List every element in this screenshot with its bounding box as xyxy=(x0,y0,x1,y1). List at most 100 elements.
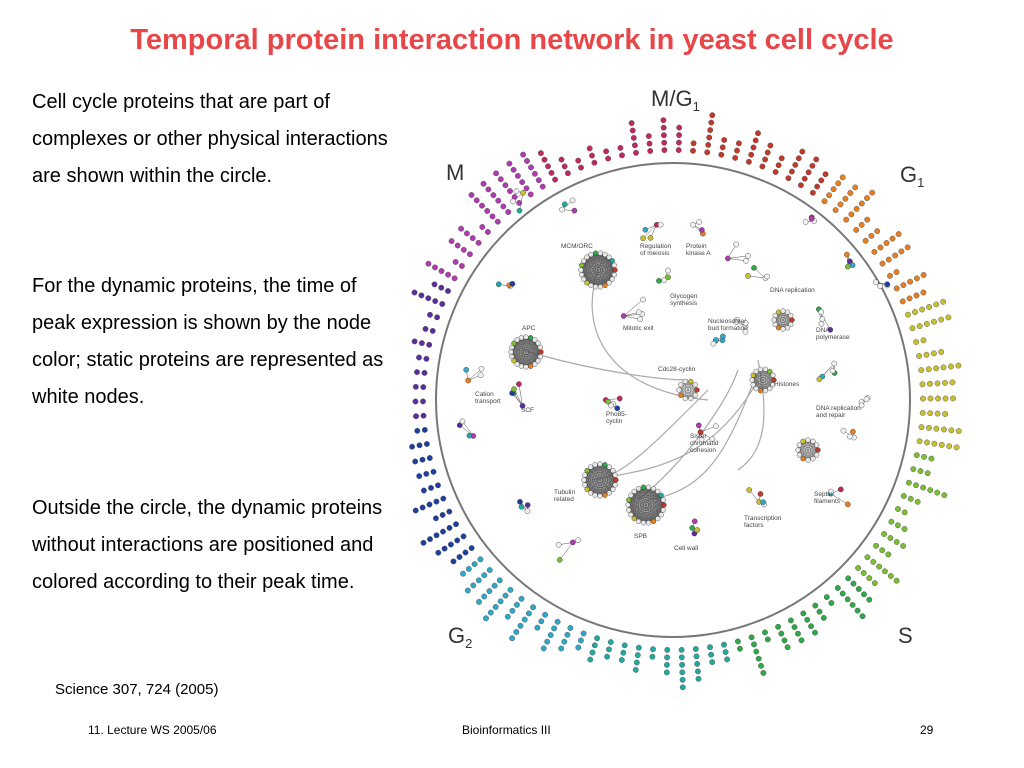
outer-protein-node xyxy=(471,561,478,567)
outer-protein-node xyxy=(663,669,670,676)
outer-protein-node xyxy=(409,443,415,450)
outer-protein-node xyxy=(491,582,498,589)
outer-protein-node xyxy=(941,426,947,433)
outer-protein-node xyxy=(847,190,854,196)
outer-protein-node xyxy=(412,383,419,390)
outer-protein-node xyxy=(423,441,430,447)
label-mcm-orc: MCM/ORC xyxy=(561,243,593,250)
outer-protein-node xyxy=(464,230,470,237)
outer-protein-node xyxy=(494,218,501,225)
outer-protein-node xyxy=(860,570,867,576)
outer-protein-node xyxy=(809,189,816,196)
outer-protein-node xyxy=(431,281,438,288)
outer-protein-node xyxy=(577,637,584,644)
outer-protein-node xyxy=(830,186,837,193)
outer-protein-node xyxy=(799,148,806,155)
outer-protein-node xyxy=(493,170,500,177)
outer-protein-node xyxy=(805,169,812,176)
outer-protein-node xyxy=(808,623,814,630)
small-complex xyxy=(689,518,701,537)
outer-protein-node xyxy=(479,202,485,209)
outer-protein-node xyxy=(887,573,894,579)
outer-protein-node xyxy=(464,587,471,594)
dense-complex xyxy=(625,484,667,526)
outer-protein-node xyxy=(473,197,480,204)
paragraph-interactions: Cell cycle proteins that are part of com… xyxy=(32,91,388,187)
outer-protein-node xyxy=(552,176,559,183)
outer-protein-node xyxy=(869,189,876,196)
small-complex xyxy=(872,279,891,289)
outer-protein-node xyxy=(438,284,445,291)
small-complex xyxy=(828,486,851,508)
small-complex xyxy=(555,537,581,563)
outer-protein-node xyxy=(535,177,542,184)
footer-lecture: 11. Lecture WS 2005/06 xyxy=(88,723,217,737)
outer-protein-node xyxy=(919,409,926,416)
outer-protein-node xyxy=(679,684,686,691)
outer-protein-node xyxy=(411,338,418,345)
outer-protein-node xyxy=(416,473,423,479)
outer-protein-node xyxy=(931,350,937,357)
outer-protein-node xyxy=(510,166,517,173)
small-complex xyxy=(559,197,578,214)
outer-protein-node xyxy=(617,145,624,151)
outer-protein-node xyxy=(920,272,927,278)
outer-protein-node xyxy=(528,164,534,171)
outer-protein-node xyxy=(554,618,561,625)
outer-protein-node xyxy=(432,515,439,522)
outer-protein-node xyxy=(950,395,956,402)
outer-protein-node xyxy=(931,318,937,325)
outer-protein-node xyxy=(439,301,446,307)
label-nucleosome: Nucleosome/bud formation xyxy=(708,318,748,332)
outer-protein-node xyxy=(561,638,568,645)
outer-protein-node xyxy=(924,470,931,477)
outer-protein-node xyxy=(618,657,625,663)
outer-protein-node xyxy=(778,630,785,637)
outer-protein-node xyxy=(855,565,861,571)
outer-protein-node xyxy=(514,601,520,608)
outer-protein-node xyxy=(425,260,432,267)
outer-protein-node xyxy=(921,453,927,460)
outer-protein-node xyxy=(866,596,873,603)
small-complex xyxy=(690,219,706,237)
outer-protein-node xyxy=(913,452,920,459)
outer-protein-node xyxy=(526,610,532,617)
outer-protein-node xyxy=(694,661,701,667)
outer-protein-node xyxy=(438,268,445,274)
outer-protein-node xyxy=(591,159,598,166)
outer-protein-node xyxy=(534,624,541,631)
outer-protein-node xyxy=(762,629,768,636)
outer-protein-node xyxy=(881,568,888,575)
outer-protein-node xyxy=(946,443,953,450)
outer-protein-node xyxy=(843,216,850,223)
outer-protein-node xyxy=(855,586,862,592)
outer-protein-node xyxy=(489,213,496,220)
small-complex xyxy=(745,265,770,281)
outer-protein-node xyxy=(432,298,439,305)
outer-protein-node xyxy=(923,351,930,358)
outer-protein-node xyxy=(920,484,926,491)
small-complex xyxy=(816,306,834,333)
outer-protein-node xyxy=(919,306,925,313)
outer-protein-node xyxy=(481,593,488,600)
outer-protein-node xyxy=(427,536,433,542)
outer-protein-node xyxy=(859,613,866,620)
outer-protein-node xyxy=(787,617,794,624)
outer-protein-node xyxy=(465,565,472,572)
label-spb: SPB xyxy=(634,533,647,540)
outer-protein-node xyxy=(481,572,488,579)
outer-protein-node xyxy=(538,618,545,625)
outer-protein-node xyxy=(785,175,792,182)
outer-protein-node xyxy=(879,260,886,267)
outer-protein-node xyxy=(479,224,486,230)
phase-label-s: S xyxy=(898,623,913,648)
outer-protein-node xyxy=(905,479,912,486)
outer-protein-node xyxy=(920,337,927,344)
outer-protein-node xyxy=(748,634,755,641)
outer-protein-node xyxy=(513,629,520,635)
outer-protein-node xyxy=(517,622,524,629)
outer-protein-node xyxy=(752,137,759,144)
outer-protein-node xyxy=(924,439,930,446)
